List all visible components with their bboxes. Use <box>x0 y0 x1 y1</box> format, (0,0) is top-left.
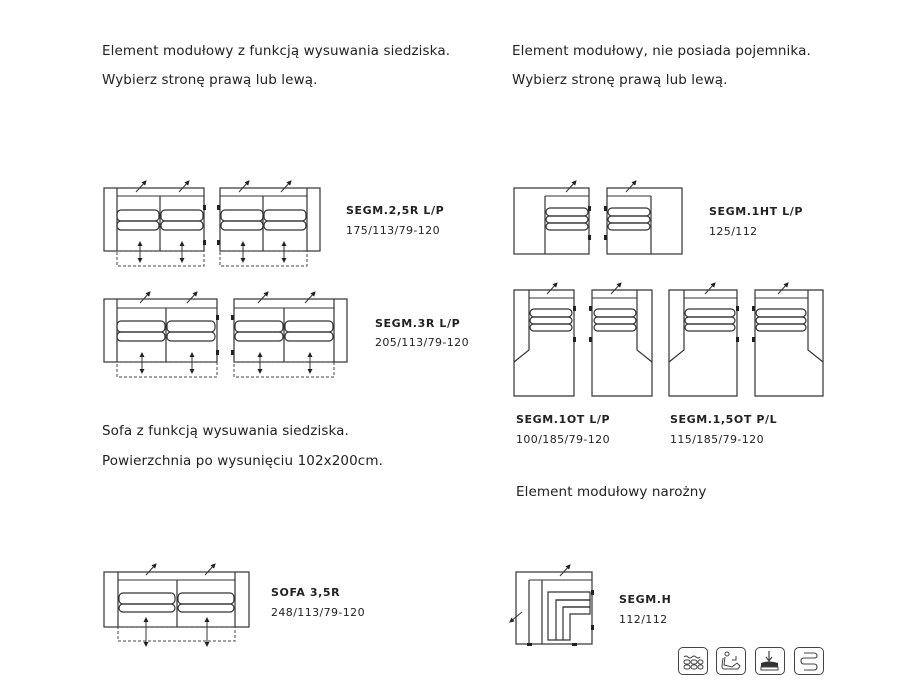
right-heading-line1: Element modułowy, nie posiada pojemnika. <box>512 43 811 59</box>
segm1ot-code: SEGM.1OT L/P <box>516 413 611 426</box>
segm1ot-dims: 100/185/79-120 <box>516 433 610 446</box>
segm15ot-code: SEGM.1,5OT P/L <box>670 413 778 426</box>
segm25-dims: 175/113/79-120 <box>346 224 440 237</box>
cushion-icon <box>678 647 708 675</box>
segm15ot-left-drawing <box>668 282 739 397</box>
segm1ht-left-drawing <box>513 180 591 255</box>
segm15ot-right-drawing <box>752 282 824 397</box>
sofa35-drawing <box>103 563 250 647</box>
segm3-left-drawing <box>103 291 219 378</box>
spring-icon <box>794 647 824 675</box>
left-heading-line2: Wybierz stronę prawą lub lewą. <box>102 72 318 88</box>
segm3-code: SEGM.3R L/P <box>375 317 461 330</box>
segm25-left-drawing <box>103 180 206 267</box>
right-heading-line2: Wybierz stronę prawą lub lewą. <box>512 72 728 88</box>
corner-heading: Element modułowy narożny <box>516 484 707 500</box>
recline-icon <box>716 647 746 675</box>
storage-icon <box>755 647 785 675</box>
segmh-drawing <box>509 564 594 646</box>
segm25-right-drawing <box>217 180 321 267</box>
segm3-right-drawing <box>231 291 348 378</box>
segm1ot-left-drawing <box>513 282 576 397</box>
sofa35-code: SOFA 3,5R <box>271 586 341 599</box>
segm3-dims: 205/113/79-120 <box>375 336 469 349</box>
segm1ot-right-drawing <box>589 282 653 397</box>
segm25-code: SEGM.2,5R L/P <box>346 204 445 217</box>
sofa-heading-line1: Sofa z funkcją wysuwania siedziska. <box>102 423 349 439</box>
segm1ht-dims: 125/112 <box>709 225 758 238</box>
left-heading-line1: Element modułowy z funkcją wysuwania sie… <box>102 43 451 59</box>
segm1ht-right-drawing <box>604 180 683 255</box>
segmh-code: SEGM.H <box>619 593 672 606</box>
segmh-dims: 112/112 <box>619 613 668 626</box>
sofa-heading-line2: Powierzchnia po wysunięciu 102x200cm. <box>102 453 383 469</box>
sofa35-dims: 248/113/79-120 <box>271 606 365 619</box>
segm15ot-dims: 115/185/79-120 <box>670 433 764 446</box>
segm1ht-code: SEGM.1HT L/P <box>709 205 804 218</box>
